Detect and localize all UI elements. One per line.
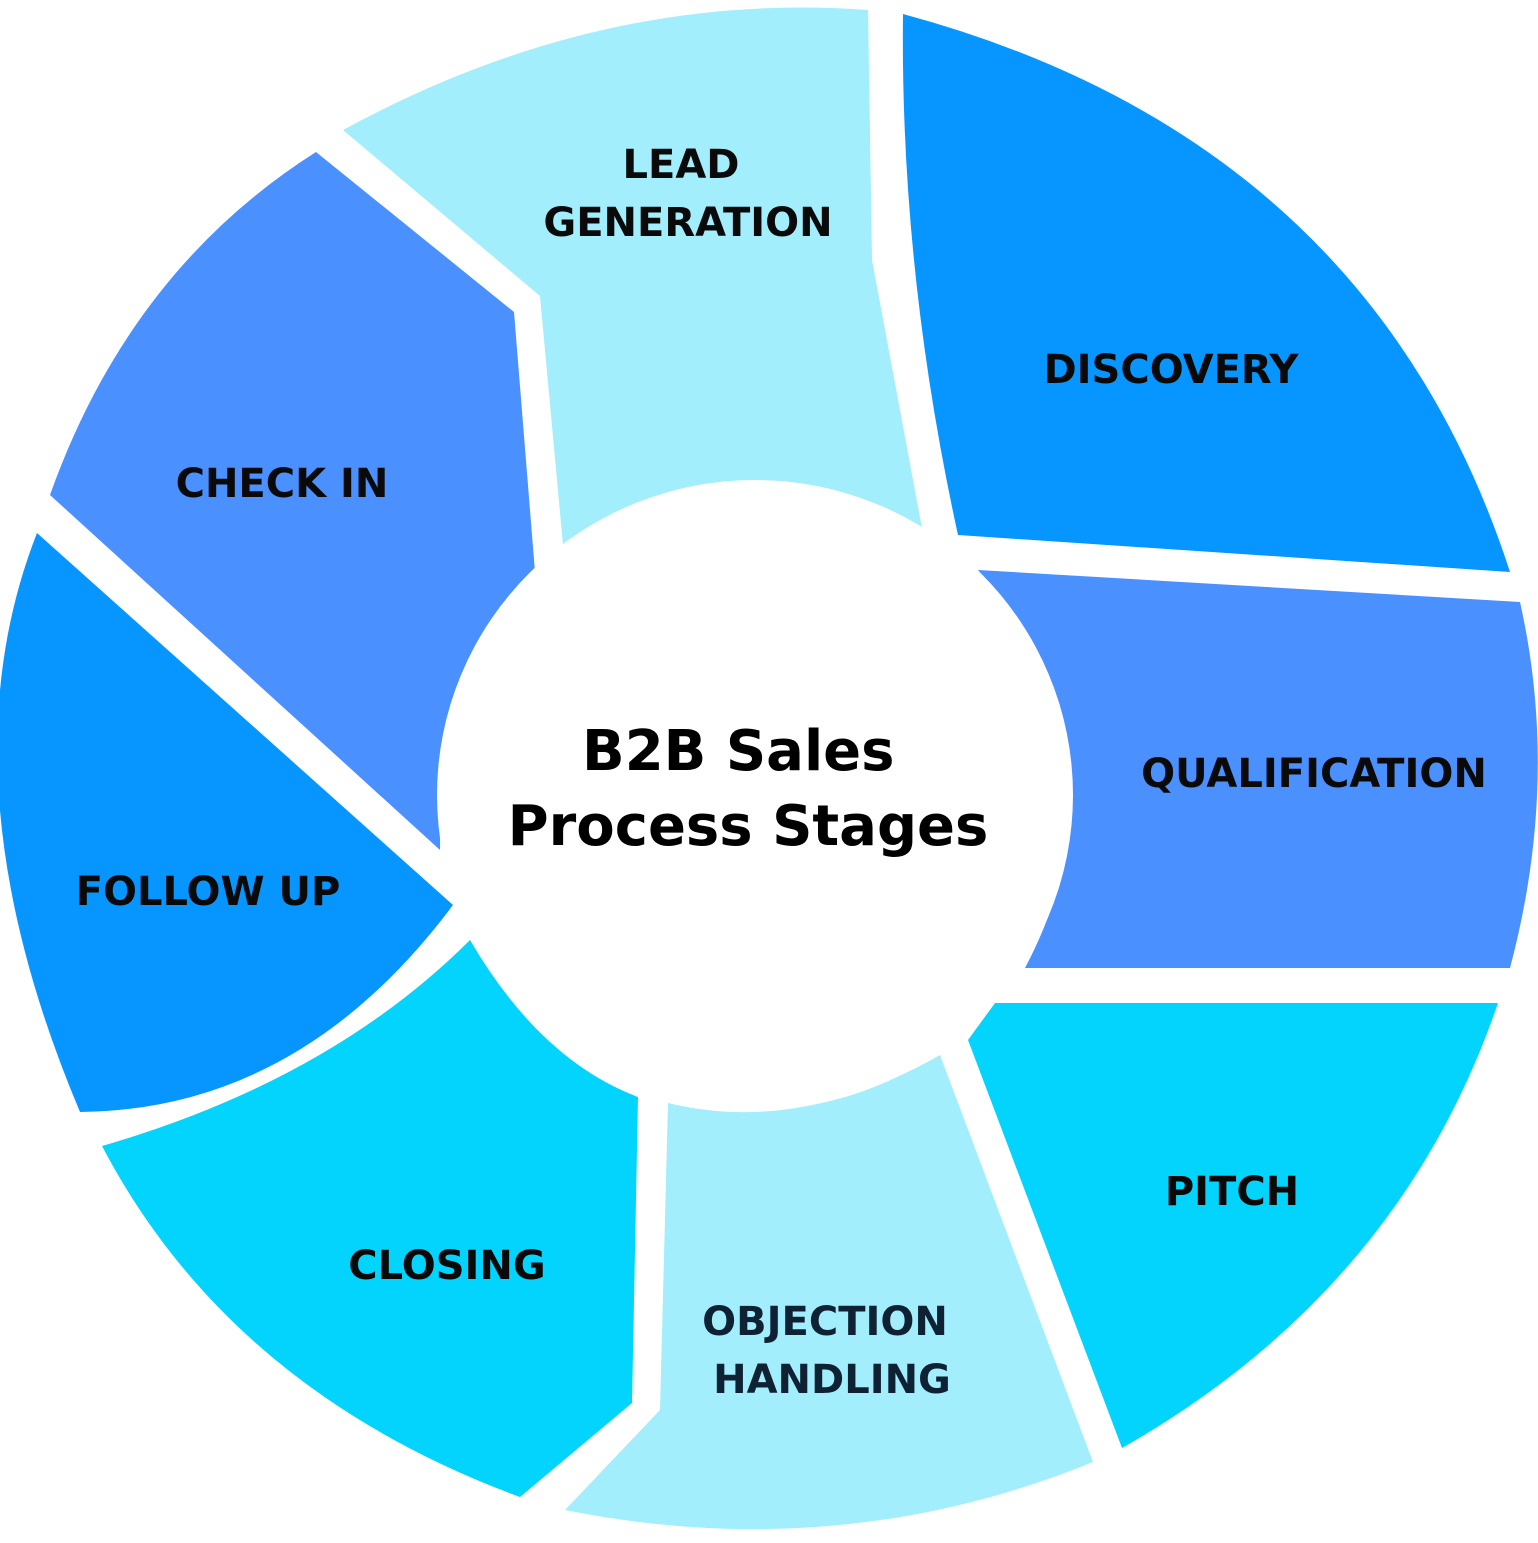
label-lead-generation-line-2: GENERATION [543, 200, 832, 246]
segment-objection-handling [565, 1055, 1093, 1530]
label-objection-handling-line-2: HANDLING [713, 1357, 951, 1403]
segment-closing [102, 940, 638, 1497]
label-objection-handling: OBJECTION HANDLING [702, 1299, 962, 1403]
label-discovery: DISCOVERY [1043, 347, 1299, 393]
segment-check-in [50, 152, 535, 850]
label-closing: CLOSING [348, 1243, 545, 1289]
label-lead-generation: LEAD GENERATION [543, 142, 832, 246]
segment-pitch [968, 1003, 1498, 1448]
segment-qualification [978, 570, 1538, 968]
label-check-in: CHECK IN [176, 461, 389, 507]
label-pitch: PITCH [1165, 1169, 1299, 1215]
diagram-title: B2B Sales Process Stages [508, 719, 989, 859]
label-lead-generation-line-1: LEAD [623, 142, 740, 188]
center-circle [437, 480, 1073, 1110]
diagram-title-line-1: B2B Sales [582, 719, 894, 784]
diagram-title-line-2: Process Stages [508, 794, 989, 859]
label-follow-up: FOLLOW UP [76, 869, 341, 915]
label-objection-handling-line-1: OBJECTION [702, 1299, 948, 1345]
segment-lead-generation [343, 7, 922, 545]
segment-discovery [902, 14, 1510, 572]
segment-follow-up [0, 533, 453, 1112]
label-qualification: QUALIFICATION [1141, 751, 1487, 797]
